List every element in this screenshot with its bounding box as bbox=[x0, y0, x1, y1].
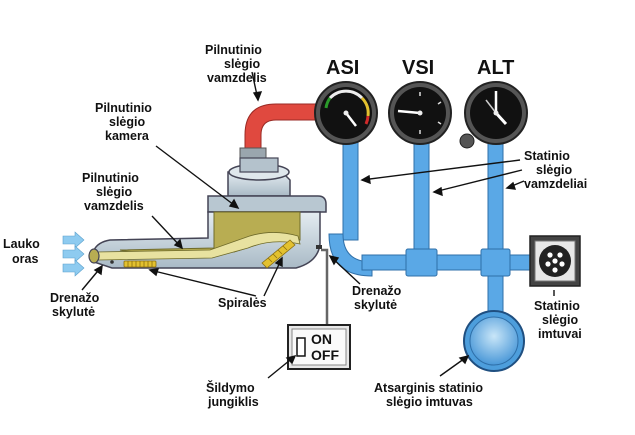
static-line-tee-alt bbox=[480, 248, 511, 277]
static-line-alt bbox=[487, 137, 504, 317]
pitot-inner-tube bbox=[95, 232, 301, 261]
static-line-tee-vsi bbox=[405, 248, 438, 277]
label-static-ports: Statinio slėgio imtuvai bbox=[534, 299, 582, 341]
svg-text:Drenažo: Drenažo bbox=[352, 284, 402, 298]
asi-label: ASI bbox=[326, 57, 359, 79]
alternate-static-source bbox=[463, 310, 525, 372]
svg-text:skylutė: skylutė bbox=[354, 298, 397, 312]
heater-coils bbox=[123, 239, 296, 269]
svg-text:Pilnutinio: Pilnutinio bbox=[95, 101, 152, 115]
svg-text:Šildymo: Šildymo bbox=[206, 380, 255, 395]
outside-air-arrows bbox=[62, 231, 85, 277]
static-line-vsi bbox=[413, 137, 430, 267]
drain-hole-right bbox=[316, 245, 322, 249]
label-heater-coils: Spiralės bbox=[218, 296, 267, 310]
svg-text:jungiklis: jungiklis bbox=[207, 395, 259, 409]
svg-text:Statinio: Statinio bbox=[534, 299, 580, 313]
svg-text:slėgio: slėgio bbox=[109, 115, 145, 129]
svg-text:imtuvai: imtuvai bbox=[538, 327, 582, 341]
switch-on-label: ON bbox=[311, 331, 332, 347]
svg-text:vamzdelis: vamzdelis bbox=[84, 199, 144, 213]
alt-gauge: ALT bbox=[459, 57, 528, 149]
svg-text:Lauko: Lauko bbox=[3, 237, 40, 251]
leader-lines bbox=[81, 71, 555, 379]
label-pitot-tube-inner: Pilnutinio slėgio vamzdelis bbox=[82, 171, 144, 213]
svg-text:Atsarginis statinio: Atsarginis statinio bbox=[374, 381, 483, 395]
switch-off-label: OFF bbox=[311, 347, 339, 363]
svg-text:slėgio: slėgio bbox=[536, 163, 572, 177]
alt-label: ALT bbox=[477, 57, 514, 79]
static-line-network bbox=[328, 137, 533, 317]
switch-toggle bbox=[296, 337, 306, 357]
svg-text:Spiralės: Spiralės bbox=[218, 296, 267, 310]
svg-text:Statinio: Statinio bbox=[524, 149, 570, 163]
label-drain-hole-right: Drenažo skylutė bbox=[352, 284, 402, 312]
drain-hole-left bbox=[110, 260, 114, 264]
svg-text:kamera: kamera bbox=[105, 129, 150, 143]
static-ports bbox=[529, 235, 581, 287]
label-drain-hole-left: Drenažo skylutė bbox=[50, 291, 100, 319]
vsi-label: VSI bbox=[402, 57, 434, 79]
label-heater-switch: Šildymo jungiklis bbox=[206, 380, 259, 409]
svg-text:slėgio: slėgio bbox=[224, 57, 260, 71]
svg-text:vamzdeliai: vamzdeliai bbox=[524, 177, 587, 191]
asi-gauge: ASI bbox=[314, 57, 378, 145]
label-alternate-static: Atsarginis statinio slėgio imtuvas bbox=[374, 381, 483, 409]
label-pitot-chamber: Pilnutinio slėgio kamera bbox=[95, 101, 152, 143]
static-line-asi bbox=[342, 137, 359, 241]
svg-text:oras: oras bbox=[12, 252, 38, 266]
pitot-line-fitting bbox=[239, 147, 267, 159]
svg-text:slėgio: slėgio bbox=[96, 185, 132, 199]
svg-text:Pilnutinio: Pilnutinio bbox=[82, 171, 139, 185]
label-outside-air: Lauko oras bbox=[3, 237, 40, 266]
svg-text:vamzdelis: vamzdelis bbox=[207, 71, 267, 85]
svg-text:skylutė: skylutė bbox=[52, 305, 95, 319]
heater-wire bbox=[321, 248, 329, 328]
label-pitot-tube-top: Pilnutinio slėgio vamzdelis bbox=[205, 43, 267, 85]
label-static-lines: Statinio slėgio vamzdeliai bbox=[524, 149, 587, 191]
heater-switch: ON OFF bbox=[287, 324, 351, 370]
svg-text:slėgio imtuvas: slėgio imtuvas bbox=[386, 395, 473, 409]
svg-text:Drenažo: Drenažo bbox=[50, 291, 100, 305]
svg-text:Pilnutinio: Pilnutinio bbox=[205, 43, 262, 57]
svg-text:slėgio: slėgio bbox=[542, 313, 578, 327]
vsi-gauge: VSI bbox=[388, 57, 452, 145]
